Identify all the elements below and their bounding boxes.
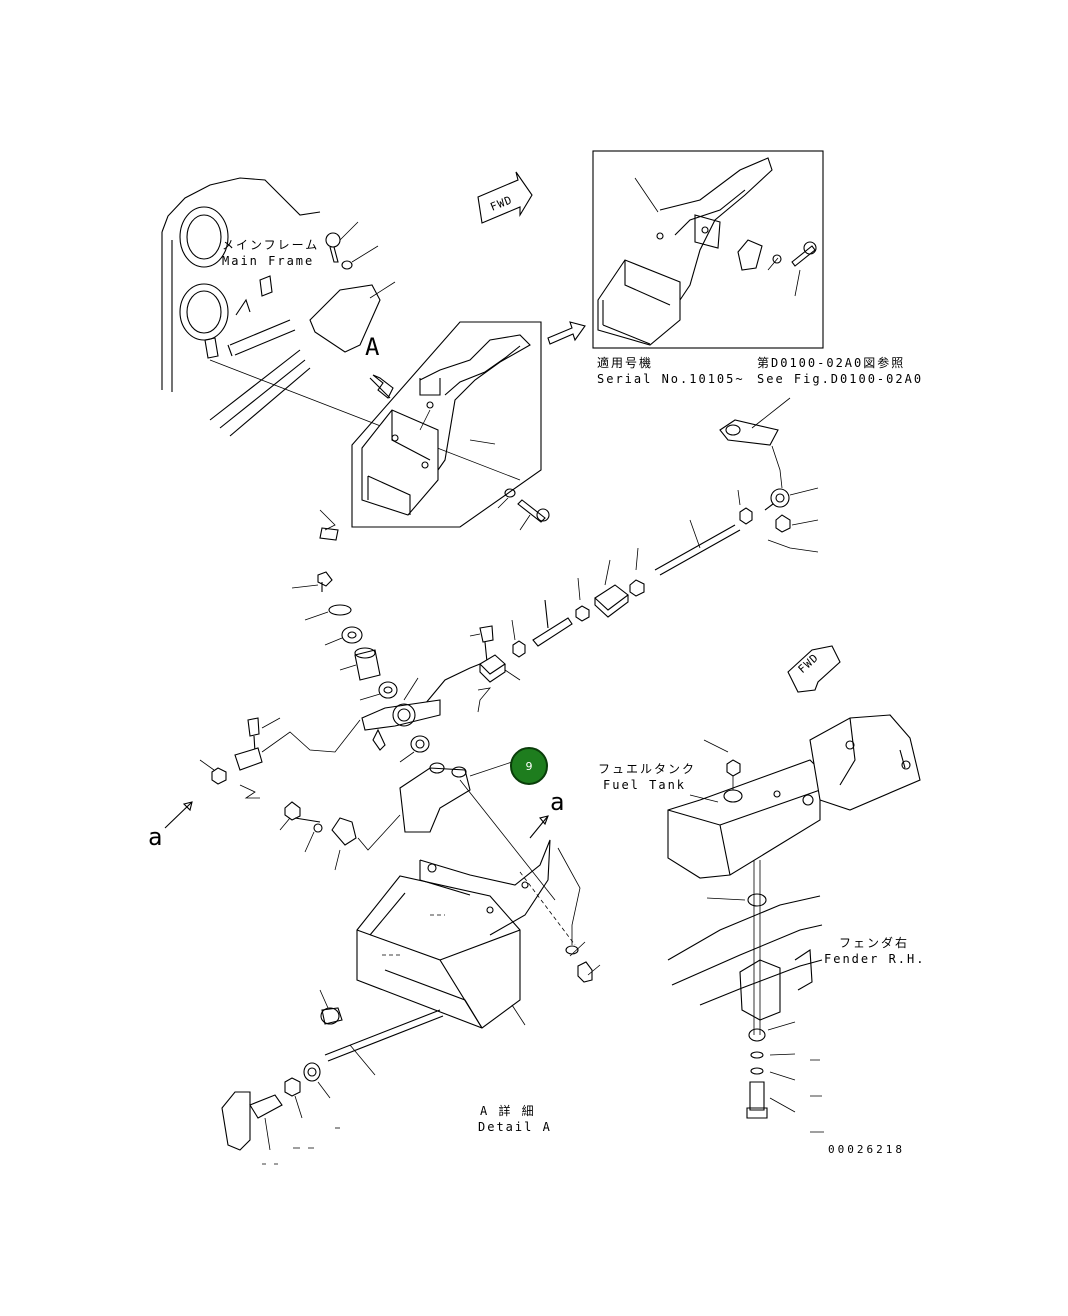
see-fig-en-label: See Fig.D0100-02A0 <box>757 372 924 386</box>
fuel-tank-jp-label: フュエルタンク <box>598 762 697 776</box>
left-clevis-drawing <box>164 717 401 871</box>
fwd-arrow-top <box>477 171 533 224</box>
left-parts-stack <box>291 571 441 763</box>
detail-a-bracket-drawing <box>221 761 601 1165</box>
arrow-a-left-label: a <box>148 823 163 851</box>
fuel-tank-drawing <box>667 714 921 1133</box>
serial-en-label: Serial No.10105~ <box>597 372 745 386</box>
main-frame-en-label: Main Frame <box>222 254 315 268</box>
view-a-label: A <box>365 333 380 361</box>
serial-inset-box <box>592 150 824 349</box>
fender-en-label: Fender R.H. <box>824 952 926 966</box>
fender-jp-label: フェンダ右 <box>839 936 910 950</box>
detail-a-jp-label: A 詳 細 <box>480 1104 536 1118</box>
main-frame-drawing <box>161 177 521 481</box>
inset-reference-arrow <box>547 321 586 345</box>
view-a-bracket-drawing <box>319 321 550 541</box>
drawing-number: 00026218 <box>828 1143 905 1156</box>
part-callout-9-button[interactable]: 9 <box>510 747 548 785</box>
serial-jp-label: 適用号機 <box>597 356 654 370</box>
fwd-arrow-right <box>787 645 841 693</box>
fuel-tank-en-label: Fuel Tank <box>603 778 687 792</box>
see-fig-jp-label: 第D0100-02A0図参照 <box>757 356 906 370</box>
linkage-rod-drawing <box>419 397 819 713</box>
detail-a-en-label: Detail A <box>478 1120 552 1134</box>
main-frame-jp-label: メインフレーム <box>222 238 320 252</box>
arrow-a-right-label: a <box>550 788 565 816</box>
